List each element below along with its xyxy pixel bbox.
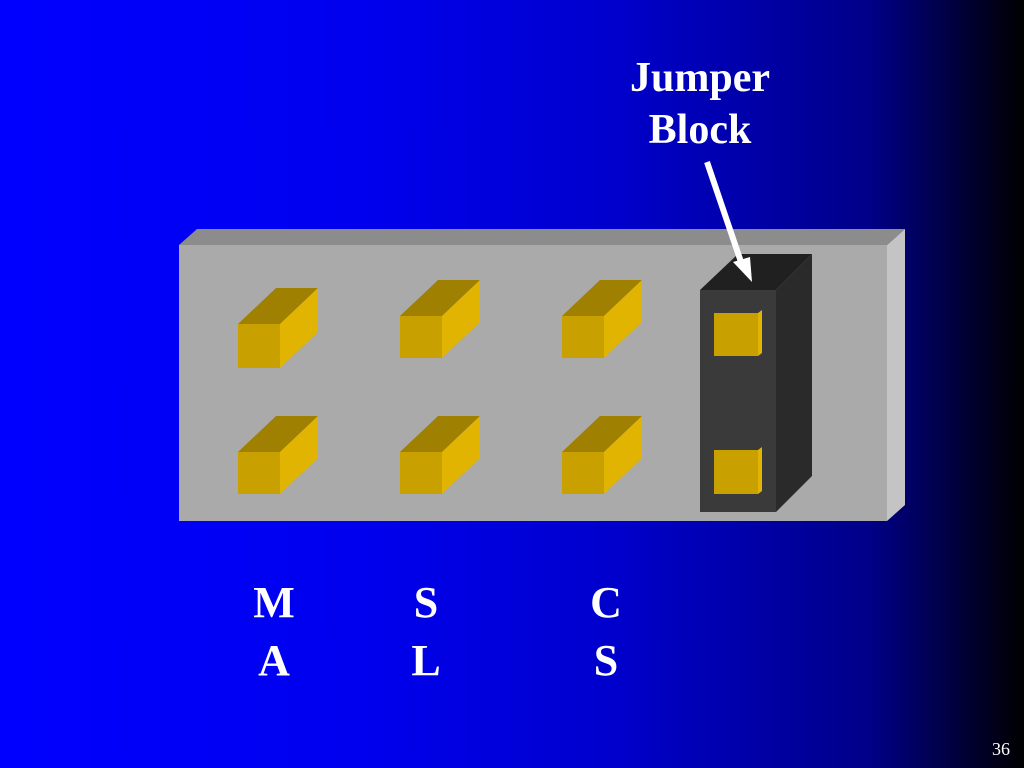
label-cs-bottom: S <box>593 636 619 685</box>
jumper-side-face <box>776 254 812 512</box>
label-ma: M A <box>234 574 314 690</box>
callout-arrow <box>704 161 752 282</box>
label-cs: C S <box>566 574 646 690</box>
jumper-block <box>700 254 812 512</box>
callout-line-1: Jumper <box>630 55 770 101</box>
label-sl-bottom: L <box>411 636 441 685</box>
callout-line-2: Block <box>648 107 752 153</box>
pin-cs-top <box>562 280 642 358</box>
label-sl-top: S <box>413 578 439 627</box>
pin-ma-top <box>238 288 318 368</box>
label-sl: S L <box>386 574 466 690</box>
jumper-pin-top <box>714 310 762 356</box>
pin-ma-bottom <box>238 416 318 494</box>
slide-number: 36 <box>992 739 1010 759</box>
board-side-face <box>887 229 905 521</box>
pin-sl-top <box>400 280 480 358</box>
label-ma-bottom: A <box>258 636 290 685</box>
board-top-face <box>179 229 905 245</box>
jumper-pin-bottom <box>714 447 762 494</box>
jumper-top-face <box>700 254 812 290</box>
pin-cs-bottom <box>562 416 642 494</box>
pin-sl-bottom <box>400 416 480 494</box>
label-cs-top: C <box>590 578 622 627</box>
jumper-block-callout: Jumper Block <box>600 52 800 156</box>
label-ma-top: M <box>253 578 295 627</box>
